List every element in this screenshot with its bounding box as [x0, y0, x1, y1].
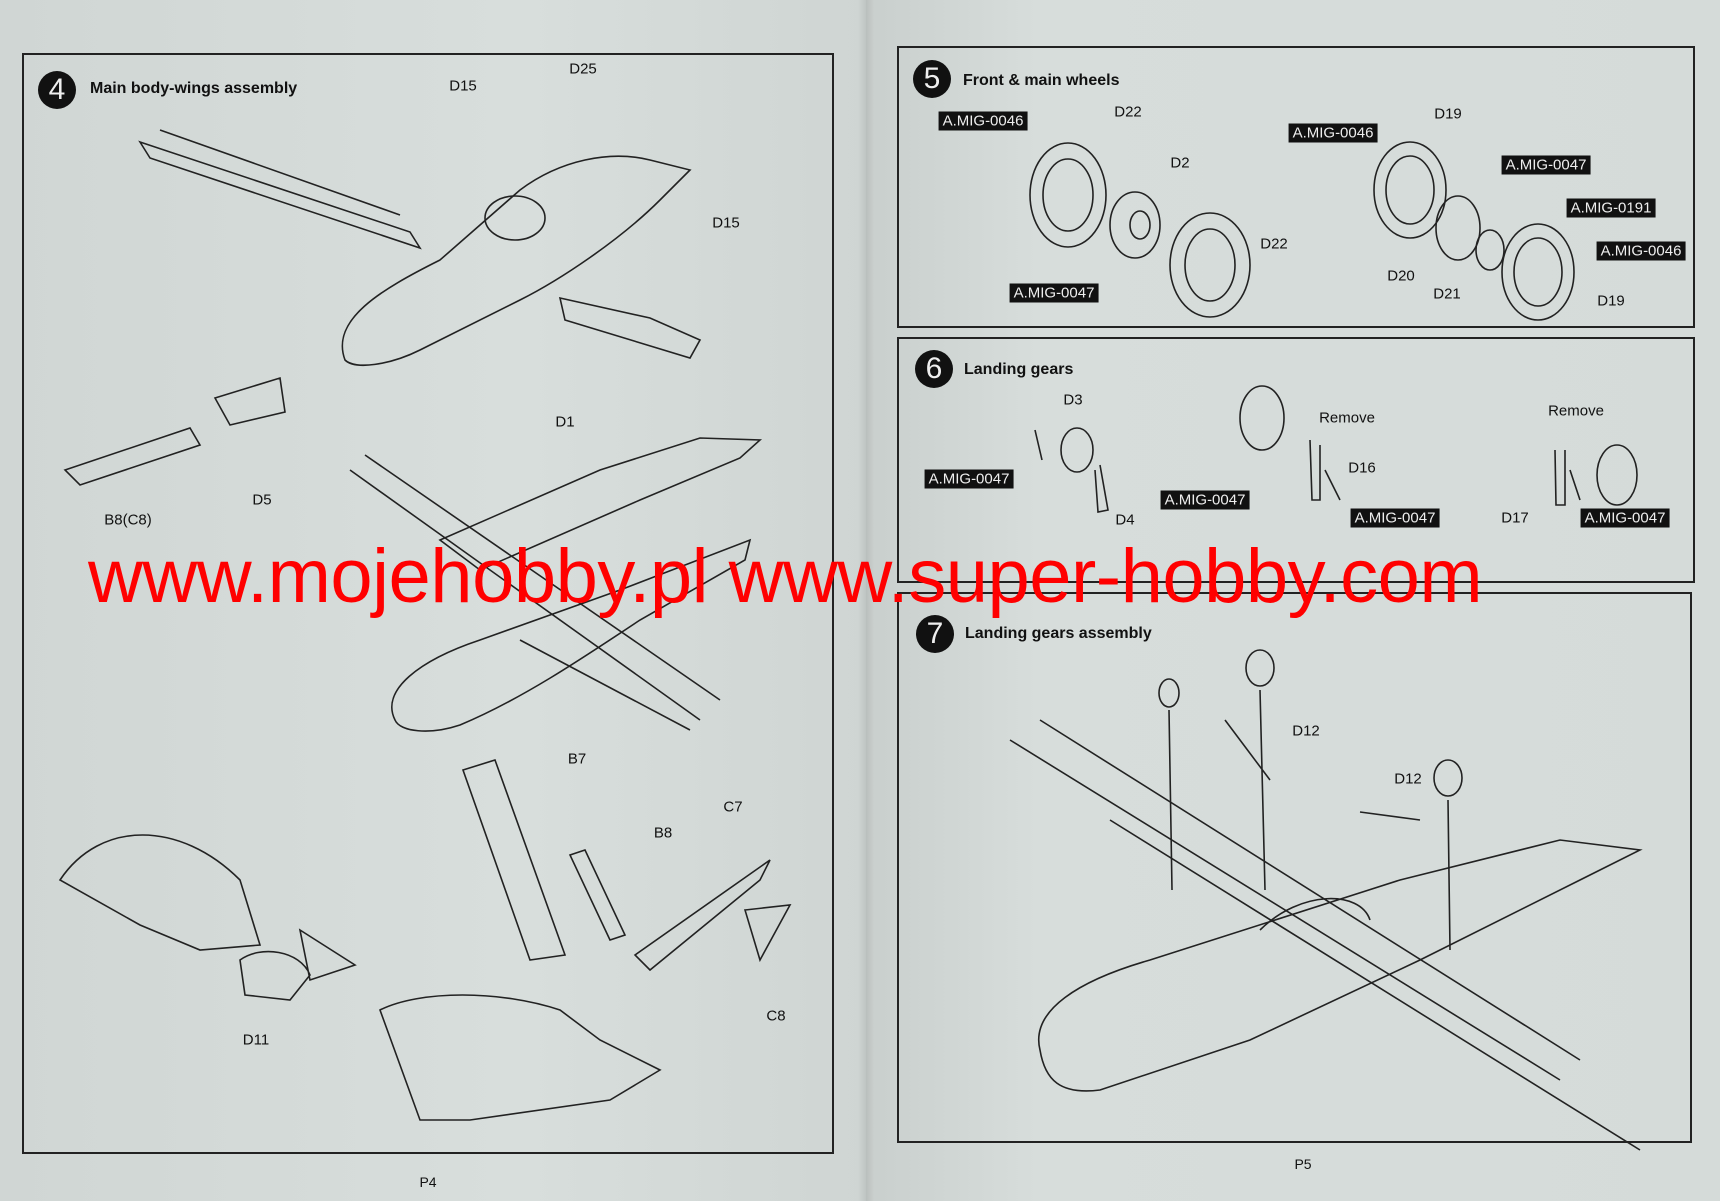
- fuselage-upper-drawing: [438, 437, 763, 571]
- hub-d2-drawing: [1109, 191, 1161, 259]
- nose-gear-drawing: [1034, 429, 1109, 513]
- step-5-panel: [897, 46, 1695, 328]
- aircraft-fuselage-drawing: [1037, 839, 1643, 1092]
- part-label: B8(C8): [104, 511, 152, 529]
- rear-fuselage-drawing: [379, 994, 662, 1121]
- step-4-title: Main body-wings assembly: [90, 80, 298, 97]
- paint-code-tag: A.MIG-0047: [1580, 508, 1670, 528]
- part-label: B7: [567, 750, 587, 768]
- paint-code-tag: A.MIG-0046: [1288, 123, 1378, 143]
- main-wheel-left-drawing: [1239, 385, 1285, 451]
- step-7-number: 7: [916, 615, 954, 653]
- flap-b8-drawing: [568, 849, 627, 941]
- hub-d20-drawing: [1435, 195, 1481, 261]
- part-label: D19: [1434, 105, 1462, 123]
- page-number-left: P4: [419, 1174, 437, 1190]
- wing-right-drawing: [558, 296, 702, 359]
- paint-code-tag: A.MIG-0047: [1350, 508, 1440, 528]
- page-left: [0, 0, 866, 1201]
- paint-code-tag: A.MIG-0047: [924, 469, 1014, 489]
- tire-d22b-drawing: [1169, 212, 1251, 318]
- step-6-number: 6: [915, 350, 953, 388]
- part-label: C7: [723, 798, 743, 816]
- step-7-panel: [897, 592, 1692, 1143]
- part-label: D4: [1115, 511, 1135, 529]
- nose-wheel-drawing: [1060, 427, 1094, 473]
- hub-d21-drawing: [1475, 229, 1505, 271]
- page-number-right: P5: [1294, 1156, 1312, 1172]
- paint-code-tag: A.MIG-0191: [1566, 198, 1656, 218]
- part-label: D19: [1597, 292, 1625, 310]
- page-gutter: [858, 0, 874, 1201]
- part-label: B8: [653, 824, 673, 842]
- tire-d22-drawing: [1029, 142, 1107, 248]
- part-label: C8: [766, 1007, 786, 1025]
- part-label: D15: [449, 77, 477, 95]
- wing-left-drawing: [138, 129, 422, 250]
- remove-note: Remove: [1319, 409, 1375, 427]
- part-label: D25: [569, 60, 597, 78]
- part-label: D3: [1063, 391, 1083, 409]
- step-5-number: 5: [913, 60, 951, 98]
- gear-wheel-3-drawing: [1433, 759, 1463, 797]
- gear-wheel-1-drawing: [1158, 678, 1180, 708]
- part-label: D2: [1170, 154, 1190, 172]
- tail-c7-drawing: [633, 859, 792, 972]
- part-label: D22: [1114, 103, 1142, 121]
- step-4-panel: [22, 53, 834, 1154]
- step-4-number: 4: [38, 71, 76, 109]
- gear-wheel-2-drawing: [1245, 649, 1275, 687]
- main-gear-d17-drawing: [1554, 449, 1581, 506]
- part-label: D1: [555, 413, 575, 431]
- step-6-title: Landing gears: [964, 361, 1074, 378]
- part-label: D15: [712, 214, 740, 232]
- step-6-panel: [897, 337, 1695, 583]
- intake-fairing-drawing: [239, 928, 357, 1001]
- part-label: D12: [1394, 770, 1422, 788]
- tire-d19-drawing: [1373, 141, 1447, 239]
- step-7-title: Landing gears assembly: [965, 625, 1152, 642]
- main-gear-d16-drawing: [1309, 439, 1341, 501]
- part-label: D22: [1260, 235, 1288, 253]
- part-label: D5: [252, 491, 272, 509]
- paint-code-tag: A.MIG-0046: [1596, 241, 1686, 261]
- main-wheel-right-drawing: [1596, 444, 1638, 506]
- paint-code-tag: A.MIG-0047: [1501, 155, 1591, 175]
- step-5-title: Front & main wheels: [963, 72, 1120, 89]
- aircraft-engine-drawing: [1259, 897, 1371, 931]
- part-label: D17: [1501, 509, 1529, 527]
- engine-pod-drawing: [484, 195, 546, 241]
- part-label: D11: [242, 1031, 270, 1049]
- paint-code-tag: A.MIG-0047: [1160, 490, 1250, 510]
- remove-note: Remove: [1548, 402, 1604, 420]
- part-label: D16: [1348, 459, 1376, 477]
- wing-root-lines: [349, 454, 721, 731]
- aircraft-wing-drawing: [1009, 719, 1641, 1151]
- part-label: D21: [1433, 285, 1461, 303]
- part-label: D20: [1387, 267, 1415, 285]
- paint-code-tag: A.MIG-0046: [938, 111, 1028, 131]
- watermark-text: www.mojehobby.pl www.super-hobby.com: [88, 534, 1483, 619]
- paint-code-tag: A.MIG-0047: [1009, 283, 1099, 303]
- intake-drawing: [58, 834, 262, 951]
- gear-leader-lines: [1168, 689, 1451, 951]
- fuselage-top-drawing: [341, 155, 692, 366]
- wing-tip-drawing: [63, 376, 286, 486]
- part-label: D12: [1292, 722, 1320, 740]
- tire-d19b-drawing: [1501, 223, 1575, 321]
- vertical-tail-drawing: [461, 759, 567, 961]
